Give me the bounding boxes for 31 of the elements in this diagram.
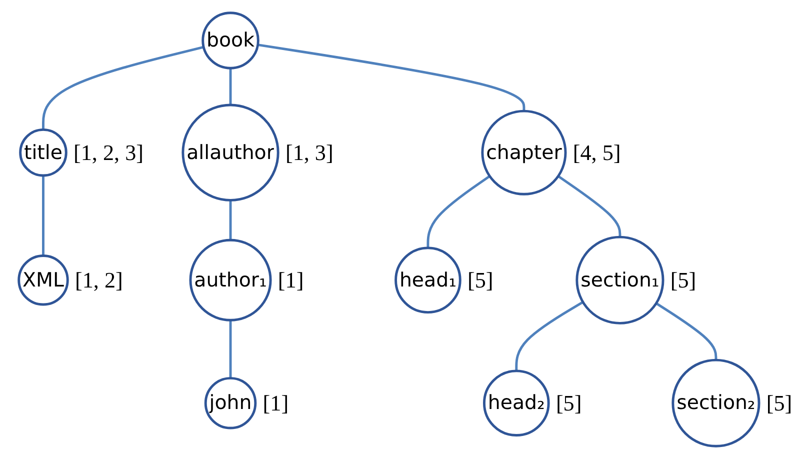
- connector: [229, 68, 232, 106]
- index-list-label: [4, 5]: [572, 140, 621, 165]
- node-circle: chapter: [481, 110, 567, 196]
- index-list-label: [1, 2]: [74, 268, 123, 292]
- connector: [42, 176, 44, 256]
- node-circle: head₁: [394, 246, 462, 314]
- node-circle: head₂: [482, 370, 550, 436]
- connector: [229, 320, 232, 378]
- node-circle: book: [202, 12, 260, 70]
- node-circle: john: [204, 376, 257, 430]
- node-circle: author₁: [189, 238, 272, 322]
- connector: [557, 175, 622, 238]
- index-list-label: [1]: [278, 268, 304, 292]
- node-circle: section₂: [672, 358, 760, 448]
- connector: [656, 302, 718, 360]
- connector: [515, 301, 584, 371]
- connector: [229, 200, 232, 240]
- connector: [258, 44, 526, 112]
- connector: [426, 175, 490, 248]
- index-list-label: [1, 2, 3]: [74, 140, 144, 165]
- node-circle: allauthor: [182, 104, 280, 202]
- index-list-label: [5]: [766, 390, 792, 416]
- index-list-label: [5]: [468, 268, 494, 292]
- connector: [42, 46, 204, 130]
- node-circle: title: [19, 128, 68, 177]
- index-list-label: [5]: [670, 268, 696, 292]
- node-circle: XML: [18, 254, 69, 306]
- node-circle: section₁: [576, 236, 664, 324]
- index-list-label: [5]: [556, 390, 582, 416]
- index-list-label: [1]: [262, 390, 289, 416]
- index-list-label: [1, 3]: [285, 140, 334, 165]
